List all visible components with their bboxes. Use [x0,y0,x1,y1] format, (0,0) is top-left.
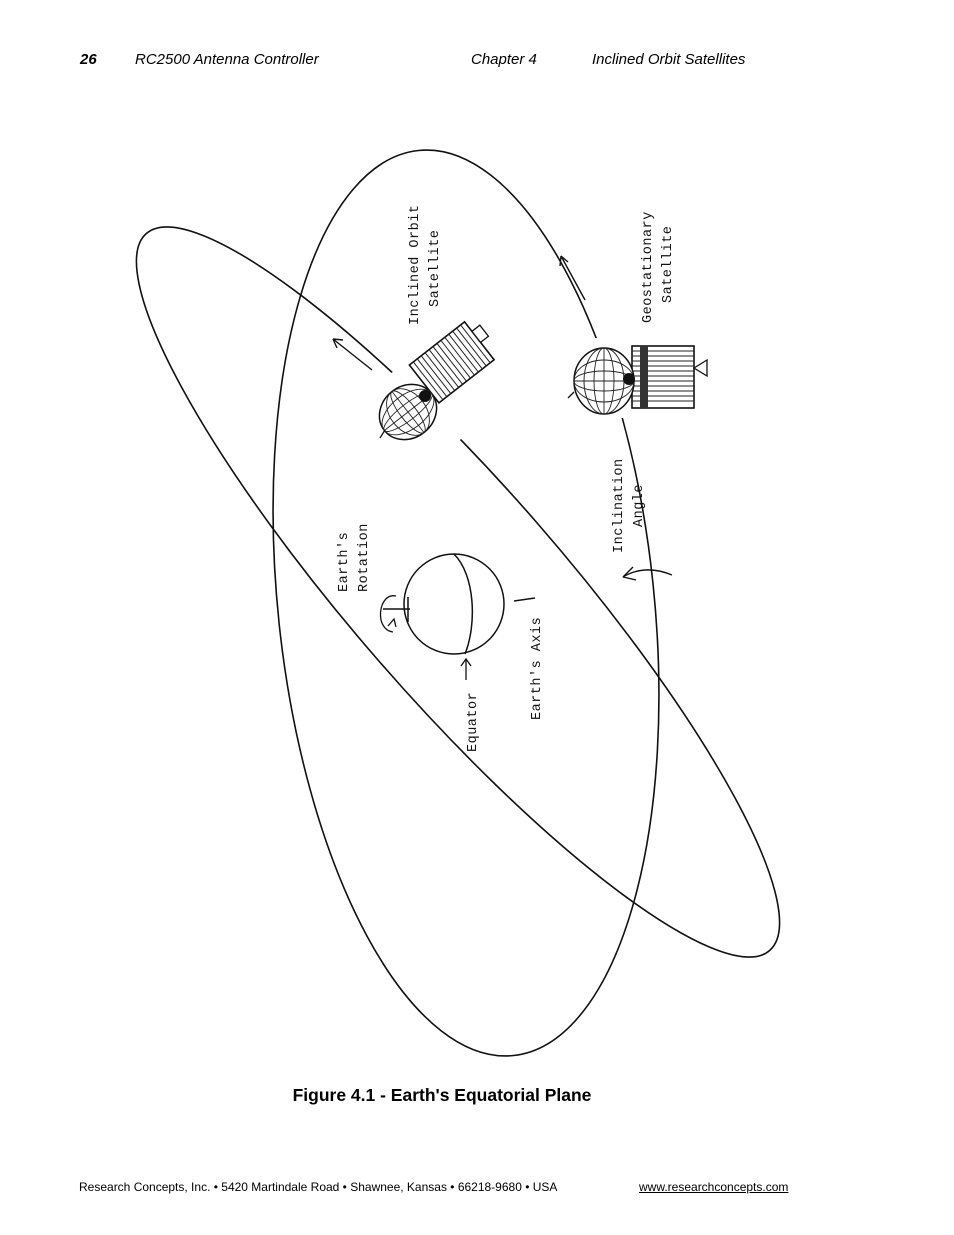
label-earths-axis: Earth's Axis [530,617,545,720]
earth-globe [403,553,505,655]
header-chapter: Chapter 4 [471,51,537,68]
header-section: Inclined Orbit Satellites [592,51,746,68]
label-inclination-line1: Inclination [612,458,627,553]
equatorial-orbit-ellipse [272,149,660,1057]
earths-axis-marker [383,597,536,622]
header-product-title: RC2500 Antenna Controller [135,51,319,68]
inclined-orbit-satellite-icon [378,320,496,441]
label-equator: Equator [466,692,481,752]
earths-rotation-arrow [379,595,397,633]
label-earths-rotation-line1: Earth's [337,532,352,592]
inclined-orbit-direction-arrow [332,338,373,371]
label-inclined-orbit-line2: Satellite [428,230,443,307]
label-earths-rotation-line2: Rotation [357,523,372,592]
equator-pointer-arrow [460,657,472,680]
label-geostationary-line2: Satellite [661,226,676,303]
page-number: 26 [80,51,97,68]
label-inclination-line2: Angle [632,484,647,527]
inclined-orbit-ellipse [135,226,781,958]
geostationary-orbit-direction-arrow [559,255,586,301]
footer-address: Research Concepts, Inc. • 5420 Martindal… [79,1180,558,1194]
label-inclined-orbit-line1: Inclined Orbit [408,205,423,325]
label-geostationary-line1: Geostationary [641,211,656,323]
inclination-angle-arrow [622,566,673,581]
footer-website-link[interactable]: www.researchconcepts.com [639,1180,789,1194]
figure-caption: Figure 4.1 - Earth's Equatorial Plane [292,1085,592,1105]
geostationary-satellite-icon [567,345,708,415]
